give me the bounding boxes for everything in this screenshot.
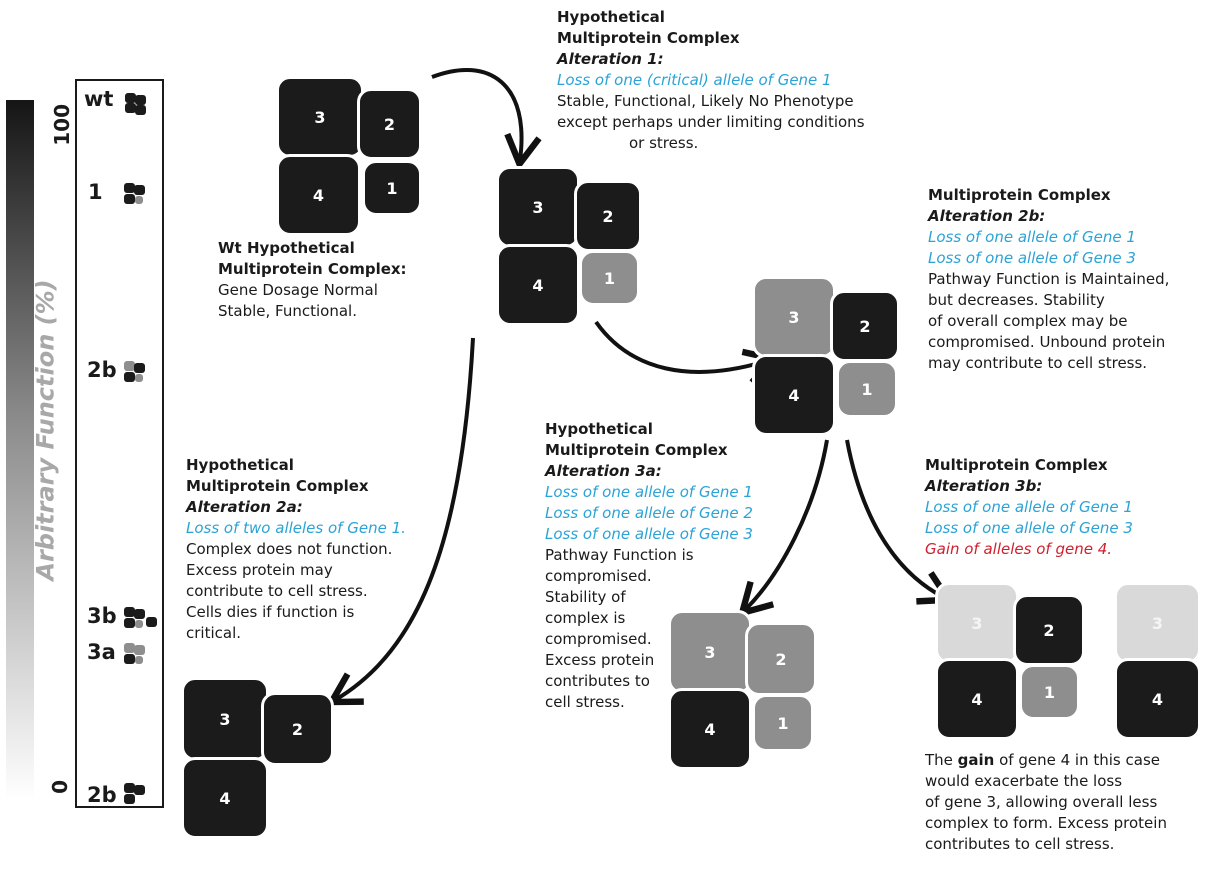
alt3a-protein-3: 3	[668, 610, 752, 694]
scale-box	[75, 79, 164, 808]
wt-protein-4: 4	[276, 154, 361, 236]
wt-protein-1: 1	[362, 160, 422, 216]
alt2b-protein-4: 4	[752, 354, 836, 436]
alt3b-protein-3: 3	[935, 582, 1019, 664]
alt3a-description: Hypothetical Multiprotein Complex Altera…	[545, 420, 753, 711]
alt2a-protein-4: 4	[181, 757, 269, 839]
alt3a-protein-4: 4	[668, 688, 752, 770]
alt3b-protein-2: 2	[1013, 594, 1085, 666]
level-label-1: 1	[88, 180, 103, 204]
arrow-alt2b-to-alt3a	[737, 439, 829, 618]
alt1-protein-2: 2	[574, 180, 642, 252]
alt2a-description: Hypothetical Multiprotein Complex Altera…	[186, 456, 406, 642]
alt3b-description: Multiprotein Complex Alteration 3b: Loss…	[925, 456, 1133, 558]
alt3b-protein-1: 1	[1019, 664, 1080, 720]
alt3b-protein-4: 4	[935, 658, 1019, 740]
alt2b-protein-1: 1	[836, 360, 898, 418]
alt1-protein-4: 4	[496, 244, 580, 326]
alt2a-protein-2: 2	[261, 692, 334, 766]
alt3b-note: The gain of gene 4 in this case would ex…	[925, 751, 1167, 853]
alt3a-protein-1: 1	[752, 694, 814, 752]
arrow-alt1-to-alt2a	[325, 337, 475, 706]
arrow-alt1-to-alt2b	[594, 320, 780, 385]
arrow-alt2b-to-alt3b	[845, 439, 955, 605]
arrow-wt-to-alt1	[431, 67, 542, 171]
level-label-wt: wt	[84, 87, 114, 111]
function-gradient-bar	[6, 100, 34, 800]
alt2b-protein-2: 2	[830, 290, 900, 362]
alt2a-protein-3: 3	[181, 677, 269, 761]
wt-protein-3: 3	[276, 76, 364, 158]
alt3b-free-protein-3: 3	[1114, 582, 1201, 664]
alt3b-free-protein-4: 4	[1114, 658, 1201, 740]
wt-description: Wt Hypothetical Multiprotein Complex: Ge…	[218, 239, 407, 320]
level-label-2b-lower: 2b	[87, 783, 117, 807]
alt1-protein-1: 1	[579, 250, 640, 306]
level-label-3b: 3b	[87, 604, 117, 628]
alt3a-protein-2: 2	[745, 622, 817, 696]
level-label-3a: 3a	[87, 640, 116, 664]
wt-protein-2: 2	[357, 88, 422, 160]
level-label-2b-upper: 2b	[87, 358, 117, 382]
alt1-description: Hypothetical Multiprotein Complex Altera…	[557, 8, 865, 152]
alt1-protein-3: 3	[496, 166, 580, 248]
alt2b-protein-3: 3	[752, 276, 836, 358]
alt2b-description: Multiprotein Complex Alteration 2b: Loss…	[928, 186, 1170, 372]
